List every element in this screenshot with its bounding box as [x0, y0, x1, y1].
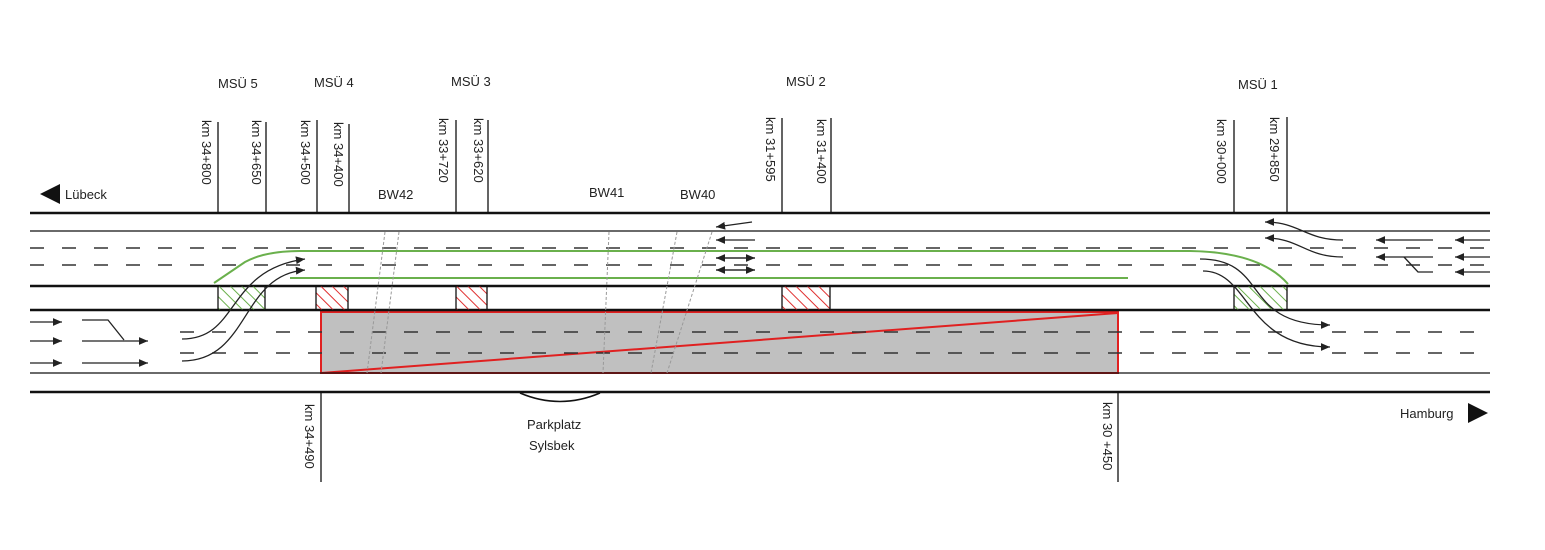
parking-label: Parkplatz [527, 417, 581, 432]
msu-label: MSÜ 2 [786, 74, 826, 89]
parking-area-curve [519, 392, 601, 403]
km-label: km 34+400 [331, 122, 346, 187]
km-label: km 31+595 [763, 117, 778, 182]
km-label: km 33+720 [436, 118, 451, 183]
crossover-msu3 [455, 285, 488, 311]
bridge-label: BW42 [378, 187, 413, 202]
km-label: km 34+490 [302, 404, 317, 469]
bridge-label: BW41 [589, 185, 624, 200]
crossover-msu4 [315, 285, 349, 311]
km-label: km 30 +450 [1100, 402, 1115, 470]
bridge-lines [366, 231, 713, 374]
km-label: km 29+850 [1267, 117, 1282, 182]
km-label: km 34+650 [249, 120, 264, 185]
msu-label: MSÜ 1 [1238, 77, 1278, 92]
lane-markings [30, 247, 1490, 354]
direction-left-label: Lübeck [65, 187, 107, 202]
left-arrow-icon [40, 184, 60, 204]
km-label: km 30+000 [1214, 119, 1229, 184]
km-label: km 34+800 [199, 120, 214, 185]
green-guidance-outer [213, 250, 1289, 285]
crossover-msu2 [781, 285, 831, 311]
msu-label: MSÜ 5 [218, 76, 258, 91]
km-label: km 31+400 [814, 119, 829, 184]
direction-right-label: Hamburg [1400, 406, 1453, 421]
parking-label: Sylsbek [529, 438, 575, 453]
crossover-msu1 [1233, 285, 1288, 311]
msu-label: MSÜ 4 [314, 75, 354, 90]
km-label: km 33+620 [471, 118, 486, 183]
km-ticks [217, 117, 1288, 482]
right-arrow-icon [1468, 403, 1488, 423]
km-label: km 34+500 [298, 120, 313, 185]
closure-diagonal [320, 312, 1119, 374]
traffic-arrows [30, 218, 1490, 367]
bridge-label: BW40 [680, 187, 715, 202]
msu-label: MSÜ 3 [451, 74, 491, 89]
